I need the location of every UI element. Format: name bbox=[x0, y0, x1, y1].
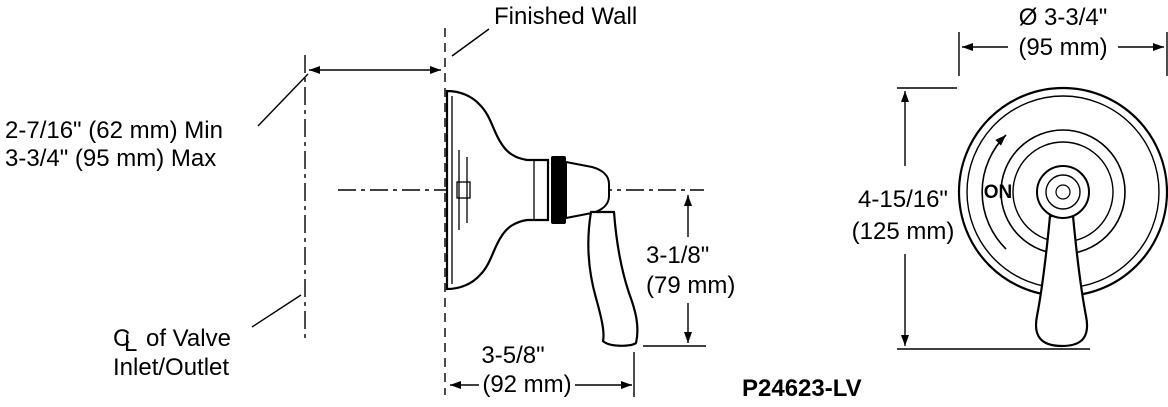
width-dim-mm: (92 mm) bbox=[482, 371, 571, 398]
handle-cap-center-detail bbox=[1055, 184, 1071, 200]
lever-handle-front bbox=[1034, 214, 1089, 348]
centerline-label-line1: of Valve bbox=[146, 325, 231, 352]
on-label: ON bbox=[984, 182, 1013, 203]
centerline-symbol-l: L bbox=[124, 330, 137, 357]
diameter-dim-mm: (95 mm) bbox=[1018, 34, 1107, 61]
handle-drop-dim-in: 3-1/8" bbox=[646, 242, 709, 269]
centerline-leader bbox=[251, 294, 302, 328]
height-dim-in: 4-15/16" bbox=[858, 186, 948, 213]
lever-handle-side bbox=[587, 210, 639, 347]
handle-cap-inner-circle bbox=[1045, 174, 1081, 210]
side-view: 2-7/16" (62 mm) Min 3-3/4" (95 mm) Max F… bbox=[5, 3, 735, 398]
handle-drop-dim-mm: (79 mm) bbox=[646, 272, 735, 299]
depth-min-label: 2-7/16" (62 mm) Min bbox=[5, 117, 223, 144]
centerline-symbol-c: C bbox=[113, 325, 130, 352]
trim-ring-band bbox=[551, 156, 566, 224]
height-dimension bbox=[897, 87, 1090, 350]
escutcheon-side-profile bbox=[445, 89, 550, 291]
front-view: ON Ø 3-3/4" (95 mm) 4-15/16" (125 mm) bbox=[852, 4, 1168, 350]
handle-hub-side bbox=[565, 160, 610, 220]
centerline-label-line2: Inlet/Outlet bbox=[113, 354, 229, 381]
width-dim-in: 3-5/8" bbox=[481, 342, 544, 369]
depth-max-label: 3-3/4" (95 mm) Max bbox=[5, 145, 216, 172]
finished-wall-label: Finished Wall bbox=[494, 3, 637, 30]
handle-drop-dimension bbox=[643, 195, 706, 347]
finished-wall-leader bbox=[451, 28, 490, 57]
height-dim-mm: (125 mm) bbox=[852, 218, 955, 245]
valve-stem-detail bbox=[456, 181, 471, 199]
diameter-dim-in: Ø 3-3/4" bbox=[1019, 4, 1108, 31]
depth-dimension bbox=[257, 66, 441, 127]
part-number: P24623-LV bbox=[742, 375, 862, 402]
depth-leader-line bbox=[257, 73, 309, 127]
on-rotation-arrow bbox=[981, 134, 1007, 250]
diameter-dimension bbox=[958, 32, 1168, 76]
width-dimension bbox=[450, 352, 635, 397]
